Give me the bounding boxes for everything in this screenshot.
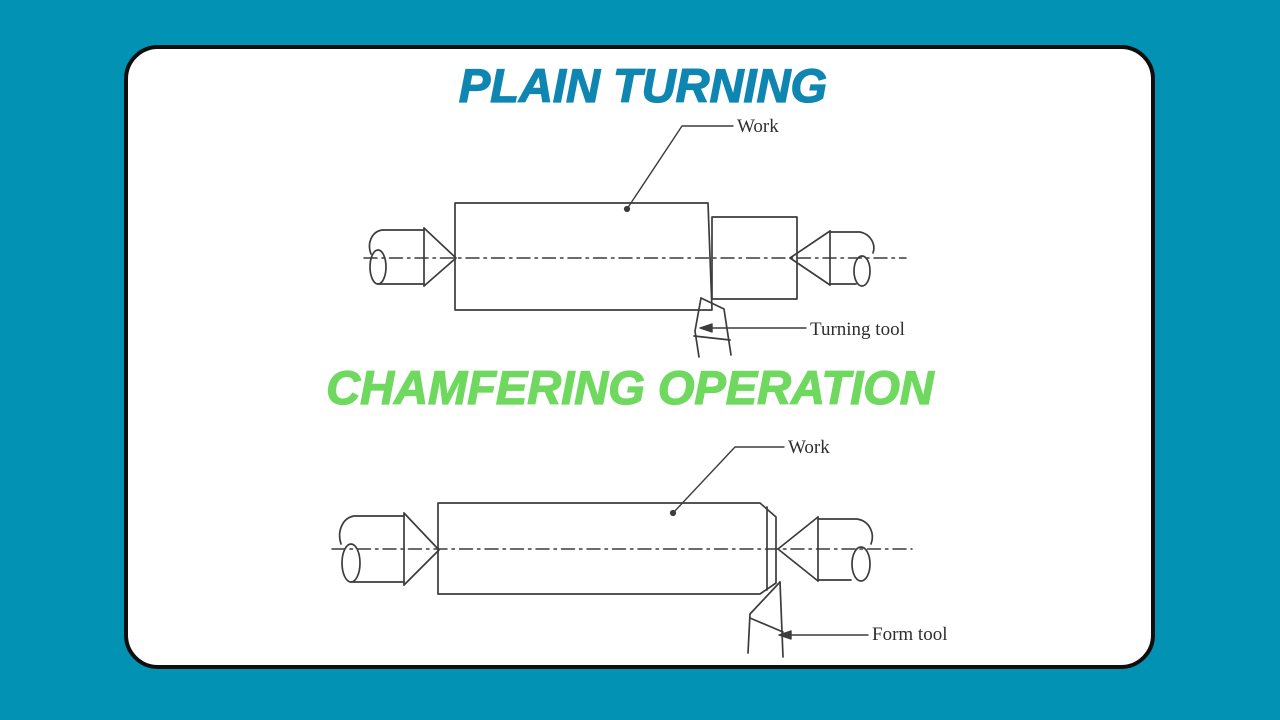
- turning-tool-shape: [693, 297, 732, 358]
- right-dead-center: [777, 516, 874, 582]
- work-label-plain: Work: [737, 116, 779, 137]
- right-dead-center: [789, 230, 875, 287]
- work-small-cylinder: [711, 216, 798, 300]
- arrowhead-icon: [778, 630, 792, 640]
- form-tool-label: Form tool: [872, 624, 948, 645]
- turning-tool-leader-line: [699, 323, 807, 333]
- turning-tool-label: Turning tool: [810, 319, 905, 340]
- chamfering-title: CHAMFERING OPERATION: [326, 361, 935, 414]
- work-large-cylinder: [454, 202, 713, 311]
- work-leader-line: [623, 125, 734, 213]
- arrowhead-icon: [699, 323, 713, 333]
- form-tool-shape: [747, 581, 784, 658]
- work-leader-line: [669, 446, 785, 517]
- left-dead-center: [338, 512, 440, 586]
- plain-turning-title: PLAIN TURNING: [458, 59, 828, 112]
- work-chamfered-cylinder: [437, 502, 777, 595]
- left-dead-center: [368, 227, 457, 287]
- form-tool-leader-line: [778, 630, 869, 640]
- slide-card: [124, 45, 1155, 669]
- plain-turning-diagram: [363, 125, 907, 358]
- chamfering-diagram: [331, 446, 913, 658]
- work-label-chamfer: Work: [788, 437, 830, 458]
